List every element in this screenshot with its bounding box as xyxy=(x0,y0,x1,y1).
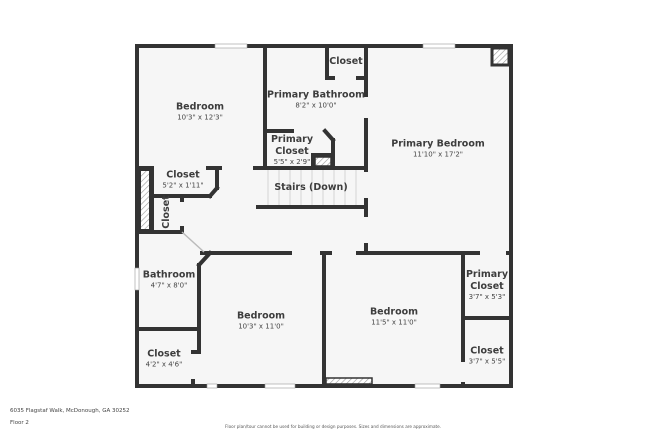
room-primary-bedroom: Primary Bedroom 11'10" x 17'2" xyxy=(391,139,485,160)
room-dimensions: 4'2" x 4'6" xyxy=(145,360,183,369)
room-name: Primary Bedroom xyxy=(391,138,485,150)
room-dimensions: 8'2" x 10'0" xyxy=(295,101,337,110)
room-name: Primary xyxy=(270,133,314,145)
room-name: Primary Bathroom xyxy=(267,89,365,101)
disclaimer-text: Floor plan/tour cannot be used for build… xyxy=(225,424,442,429)
room-bedroom-sw: Bedroom 10'3" x 11'0" xyxy=(237,311,285,332)
room-dimensions: 5'2" x 1'11" xyxy=(162,181,204,190)
room-dimensions: 3'7" x 5'3" xyxy=(468,292,506,301)
room-dimensions: 10'3" x 11'0" xyxy=(238,322,284,331)
room-name: Bedroom xyxy=(369,306,419,318)
room-name: Closet xyxy=(470,345,504,357)
room-name: Bathroom xyxy=(142,269,196,281)
room-dimensions: 11'10" x 17'2" xyxy=(412,150,464,159)
room-name: Bedroom xyxy=(175,101,225,113)
room-name: Closet xyxy=(166,169,200,181)
room-closet-se: Closet 3'7" x 5'5" xyxy=(469,346,506,367)
room-bathroom: Bathroom 4'7" x 8'0" xyxy=(143,270,196,291)
room-name: Closet xyxy=(470,280,504,292)
room-name: Stairs (Down) xyxy=(274,182,348,194)
room-name: Closet xyxy=(147,348,181,360)
room-stairs: Stairs (Down) xyxy=(274,182,347,194)
room-dimensions: 11'5" x 11'0" xyxy=(371,318,417,327)
room-closet-top: Closet xyxy=(329,56,362,68)
address-text: 6035 Flagstaf Walk, McDonough, GA 30252 xyxy=(10,408,130,414)
room-name: Bedroom xyxy=(236,310,286,322)
room-closet-hall: Closet 5'2" x 1'11" xyxy=(162,170,203,191)
room-primary-closet-2: Primary Closet 3'7" x 5'3" xyxy=(466,269,508,302)
room-closet-vertical: Closet xyxy=(161,195,173,228)
room-dimensions: 4'7" x 8'0" xyxy=(150,281,188,290)
room-name: Primary xyxy=(465,268,509,280)
room-bedroom-nw: Bedroom 10'3" x 12'3" xyxy=(176,102,224,123)
room-primary-closet-1: Primary Closet 5'5" x 2'9" xyxy=(271,134,313,167)
room-primary-bathroom: Primary Bathroom 8'2" x 10'0" xyxy=(267,90,365,111)
room-dimensions: 3'7" x 5'5" xyxy=(468,357,506,366)
room-name: Closet xyxy=(275,145,309,157)
room-closet-sw: Closet 4'2" x 4'6" xyxy=(146,349,183,370)
room-name: Closet xyxy=(161,195,173,229)
floor-label: Floor 2 xyxy=(10,420,29,426)
room-name: Closet xyxy=(329,56,363,68)
room-dimensions: 5'5" x 2'9" xyxy=(273,157,311,166)
room-dimensions: 10'3" x 12'3" xyxy=(177,113,223,122)
room-bedroom-se: Bedroom 11'5" x 11'0" xyxy=(370,307,418,328)
